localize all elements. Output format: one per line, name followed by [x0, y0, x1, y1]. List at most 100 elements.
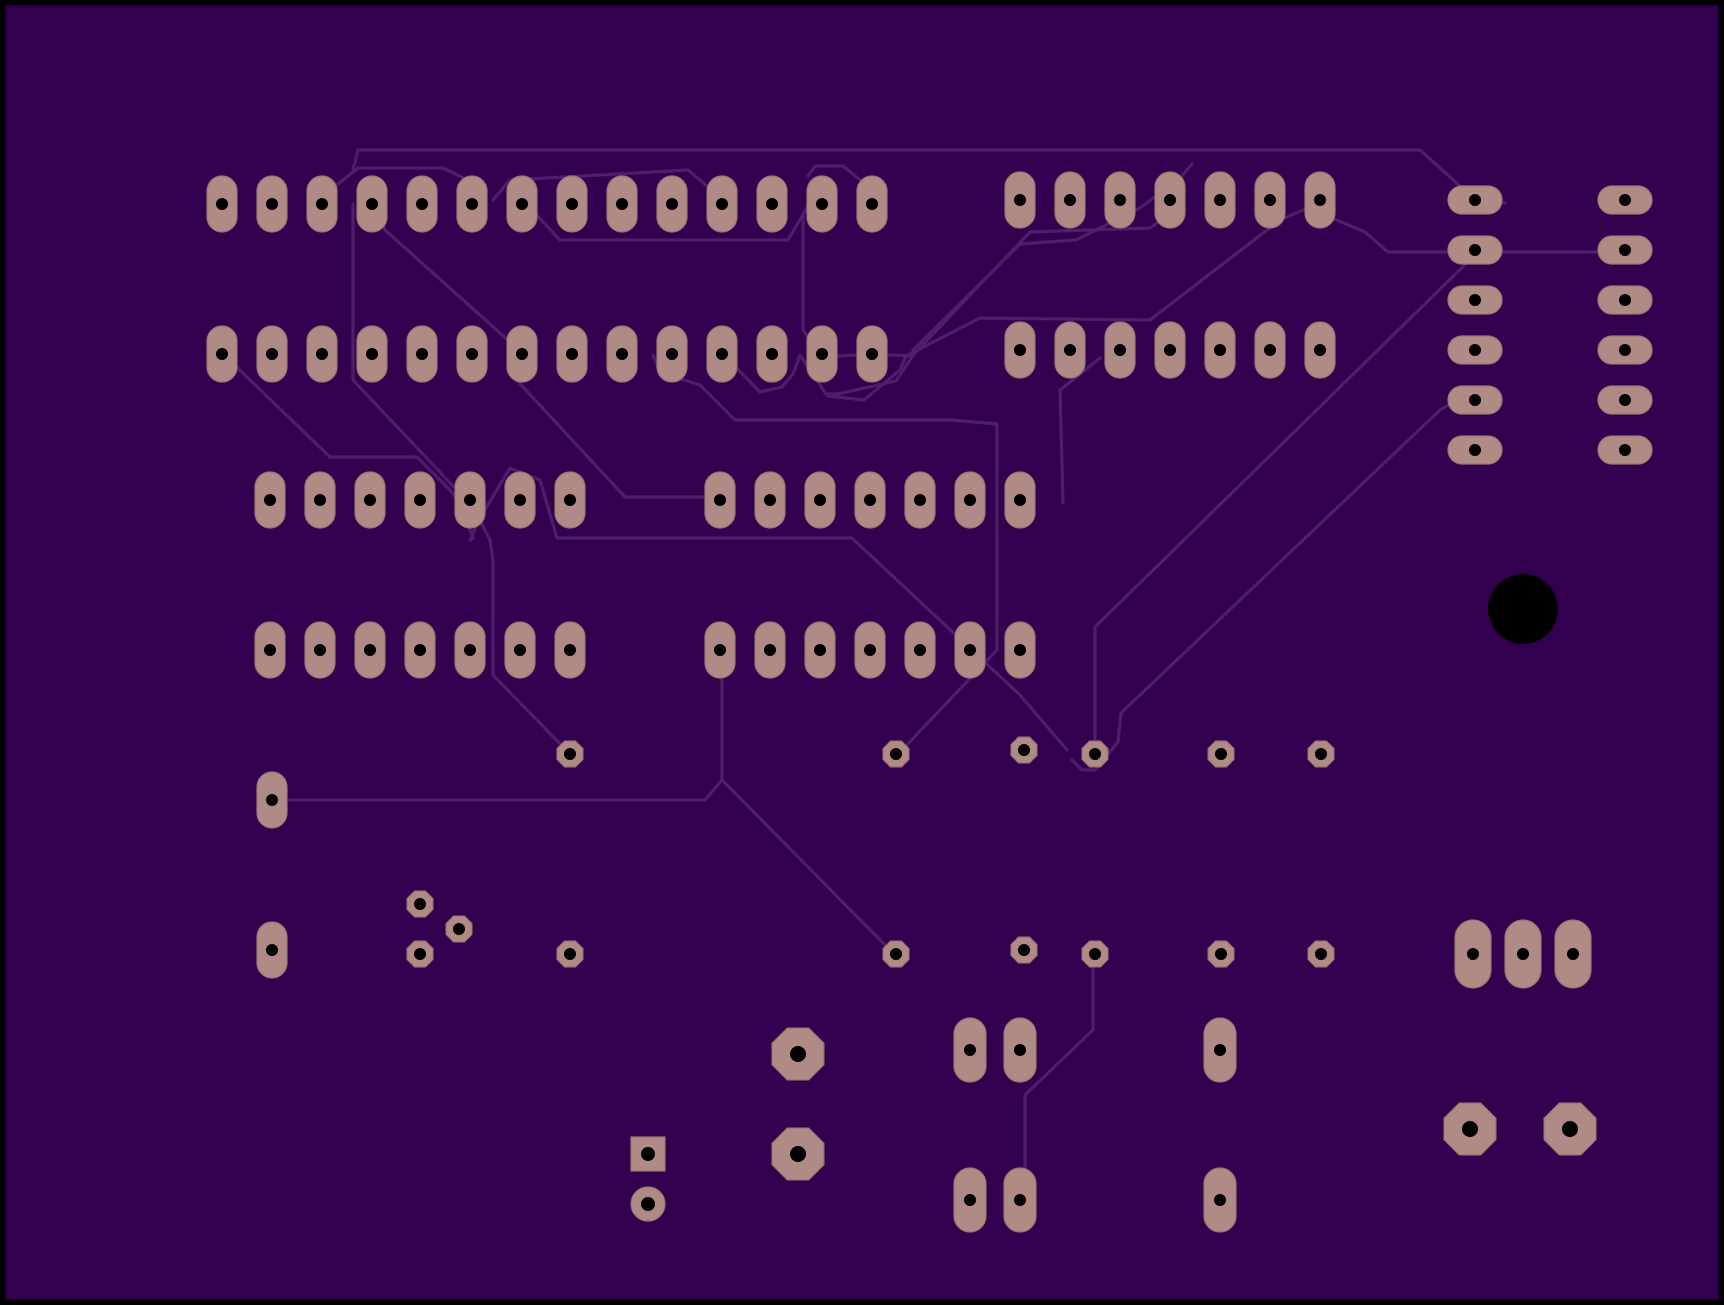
dip14-left-pin [554, 471, 586, 529]
dip14-middle-pin [904, 621, 936, 679]
via [1010, 936, 1038, 964]
via [556, 940, 584, 968]
mounting-hole [1488, 574, 1558, 644]
diode-pad [1203, 1167, 1237, 1233]
dip14-left-pin [254, 471, 286, 529]
dip14-left-pin [554, 621, 586, 679]
copper-trace [220, 351, 1069, 752]
via [1081, 940, 1109, 968]
capacitor-pad [1003, 1167, 1037, 1233]
via [445, 915, 473, 943]
dip14-left-pin [504, 471, 536, 529]
square-pad [630, 1136, 666, 1172]
dip28-pin [206, 325, 238, 383]
power-pad [771, 1027, 825, 1081]
header-pin [1597, 385, 1653, 415]
copper-trace [1093, 248, 1482, 762]
dip14-right-pin [1254, 171, 1286, 229]
dip14-left-pin [354, 621, 386, 679]
dip28-pin [206, 175, 238, 233]
via [882, 940, 910, 968]
dip28-pin [406, 325, 438, 383]
dip28-pin [856, 325, 888, 383]
copper-trace [721, 210, 1174, 396]
copper-trace [826, 202, 1319, 402]
dip14-right-pin [1204, 171, 1236, 229]
copper-trace [1070, 386, 1480, 772]
via [1010, 736, 1038, 764]
dip14-middle-pin [804, 621, 836, 679]
dip28-pin [606, 325, 638, 383]
header-pin [1597, 285, 1653, 315]
dip14-left-pin [404, 471, 436, 529]
dip28-pin [506, 325, 538, 383]
via [882, 740, 910, 768]
dip14-middle-pin [1004, 621, 1036, 679]
via [1307, 740, 1335, 768]
dip14-middle-pin [704, 471, 736, 529]
dip14-right-pin [1254, 321, 1286, 379]
transistor-pin [1504, 919, 1542, 989]
dip28-pin [506, 175, 538, 233]
round-pad [630, 1186, 666, 1222]
dip14-right-pin [1004, 321, 1036, 379]
dip28-pin [306, 175, 338, 233]
via [556, 740, 584, 768]
header-pin [1447, 235, 1503, 265]
dip14-left-pin [404, 621, 436, 679]
dip14-left-pin [454, 621, 486, 679]
dip14-right-pin [1304, 321, 1336, 379]
dip28-pin [356, 175, 388, 233]
dip14-left-pin [504, 621, 536, 679]
copper-trace [1320, 212, 1624, 254]
dip14-middle-pin [754, 621, 786, 679]
dip28-pin [656, 325, 688, 383]
component-pads [206, 171, 1653, 1233]
header-pin [1597, 185, 1653, 215]
copper-trace [524, 202, 810, 242]
dip14-right-pin [1054, 321, 1086, 379]
dip14-right-pin [1004, 171, 1036, 229]
dip28-pin [656, 175, 688, 233]
transistor-pin [1554, 919, 1592, 989]
dip14-right-pin [1304, 171, 1336, 229]
dip14-middle-pin [1004, 471, 1036, 529]
dip14-middle-pin [704, 621, 736, 679]
dip14-right-pin [1104, 171, 1136, 229]
dip14-middle-pin [954, 471, 986, 529]
resistor-pad [256, 771, 288, 829]
dip28-pin [456, 325, 488, 383]
capacitor-pad [1003, 1017, 1037, 1083]
dip14-right-pin [1154, 321, 1186, 379]
dip14-right-pin [1054, 171, 1086, 229]
dip28-pin [856, 175, 888, 233]
dip28-pin [756, 175, 788, 233]
copper-trace [720, 778, 897, 957]
header-pin [1597, 235, 1653, 265]
capacitor-pad [953, 1017, 987, 1083]
copper-trace [351, 202, 571, 755]
dip28-pin [606, 175, 638, 233]
dip14-right-pin [1154, 171, 1186, 229]
dip28-pin [706, 175, 738, 233]
header-pin [1447, 385, 1503, 415]
header-pin [1597, 435, 1653, 465]
dip14-middle-pin [854, 621, 886, 679]
capacitor-pad [953, 1167, 987, 1233]
via [1207, 740, 1235, 768]
header-pin [1447, 435, 1503, 465]
via [1081, 740, 1109, 768]
dip28-pin [356, 325, 388, 383]
dip28-pin [706, 325, 738, 383]
dip28-pin [556, 175, 588, 233]
copper-trace [270, 646, 724, 802]
copper-trace [806, 164, 872, 190]
header-pin [1447, 185, 1503, 215]
dip14-middle-pin [904, 471, 936, 529]
diode-pad [1203, 1017, 1237, 1083]
header-pin [1597, 335, 1653, 365]
dip28-pin [756, 325, 788, 383]
dip28-pin [456, 175, 488, 233]
dip14-middle-pin [804, 471, 836, 529]
